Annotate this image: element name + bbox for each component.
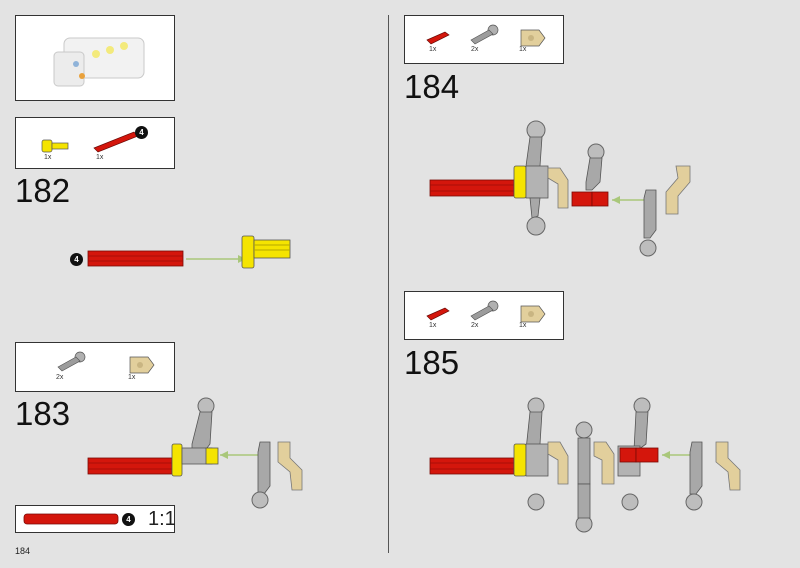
tan-connector-icon (129, 356, 155, 374)
engine-model-illustration (53, 37, 145, 87)
part-qty: 1x (429, 46, 437, 53)
tan-connector-icon (520, 305, 546, 323)
part-qty: 1x (519, 46, 527, 53)
parts-box-185: 1x 2x 1x (404, 291, 564, 340)
part-qty: 1x (44, 154, 52, 161)
part-qty: 2x (471, 46, 479, 53)
part-qty: 1x (96, 154, 104, 161)
part-qty: 2x (471, 322, 479, 329)
red-axle-icon (93, 131, 139, 153)
parts-box-182: 1x 4 1x (15, 117, 175, 169)
grey-ball-connector-icon (470, 300, 499, 321)
parts-box-184: 1x 2x 1x (404, 15, 564, 64)
scale-label: 1:1 (148, 508, 176, 530)
axle-length-badge: 4 (135, 126, 148, 139)
step-182-illustration (87, 235, 291, 269)
part-qty: 1x (519, 322, 527, 329)
axle-length-callout: 4 (70, 253, 83, 266)
overview-thumbnail (15, 15, 175, 101)
page-divider (388, 15, 389, 553)
part-qty: 2x (56, 374, 64, 381)
step-183-illustration (87, 397, 303, 509)
step-185-illustration (429, 397, 741, 533)
grey-ball-connector-icon (470, 24, 499, 45)
step-number: 185 (404, 344, 460, 381)
tan-connector-icon (520, 29, 546, 47)
part-qty: 1x (128, 374, 136, 381)
yellow-pin-icon (41, 139, 69, 153)
step-number: 183 (15, 395, 71, 432)
axle-ruler-icon (23, 513, 119, 525)
step-number: 184 (404, 68, 460, 105)
red-axle-icon (426, 31, 450, 45)
part-qty: 1x (429, 322, 437, 329)
ruler-length-badge: 4 (122, 513, 135, 526)
red-axle-icon (426, 307, 450, 321)
grey-ball-connector-icon (57, 351, 86, 372)
ruler-box: 4 1:1 (15, 505, 176, 533)
step-number: 182 (15, 172, 71, 209)
page-number: 184 (15, 546, 31, 556)
step-184-illustration (429, 120, 691, 257)
parts-box-183: 2x 1x (15, 342, 175, 392)
